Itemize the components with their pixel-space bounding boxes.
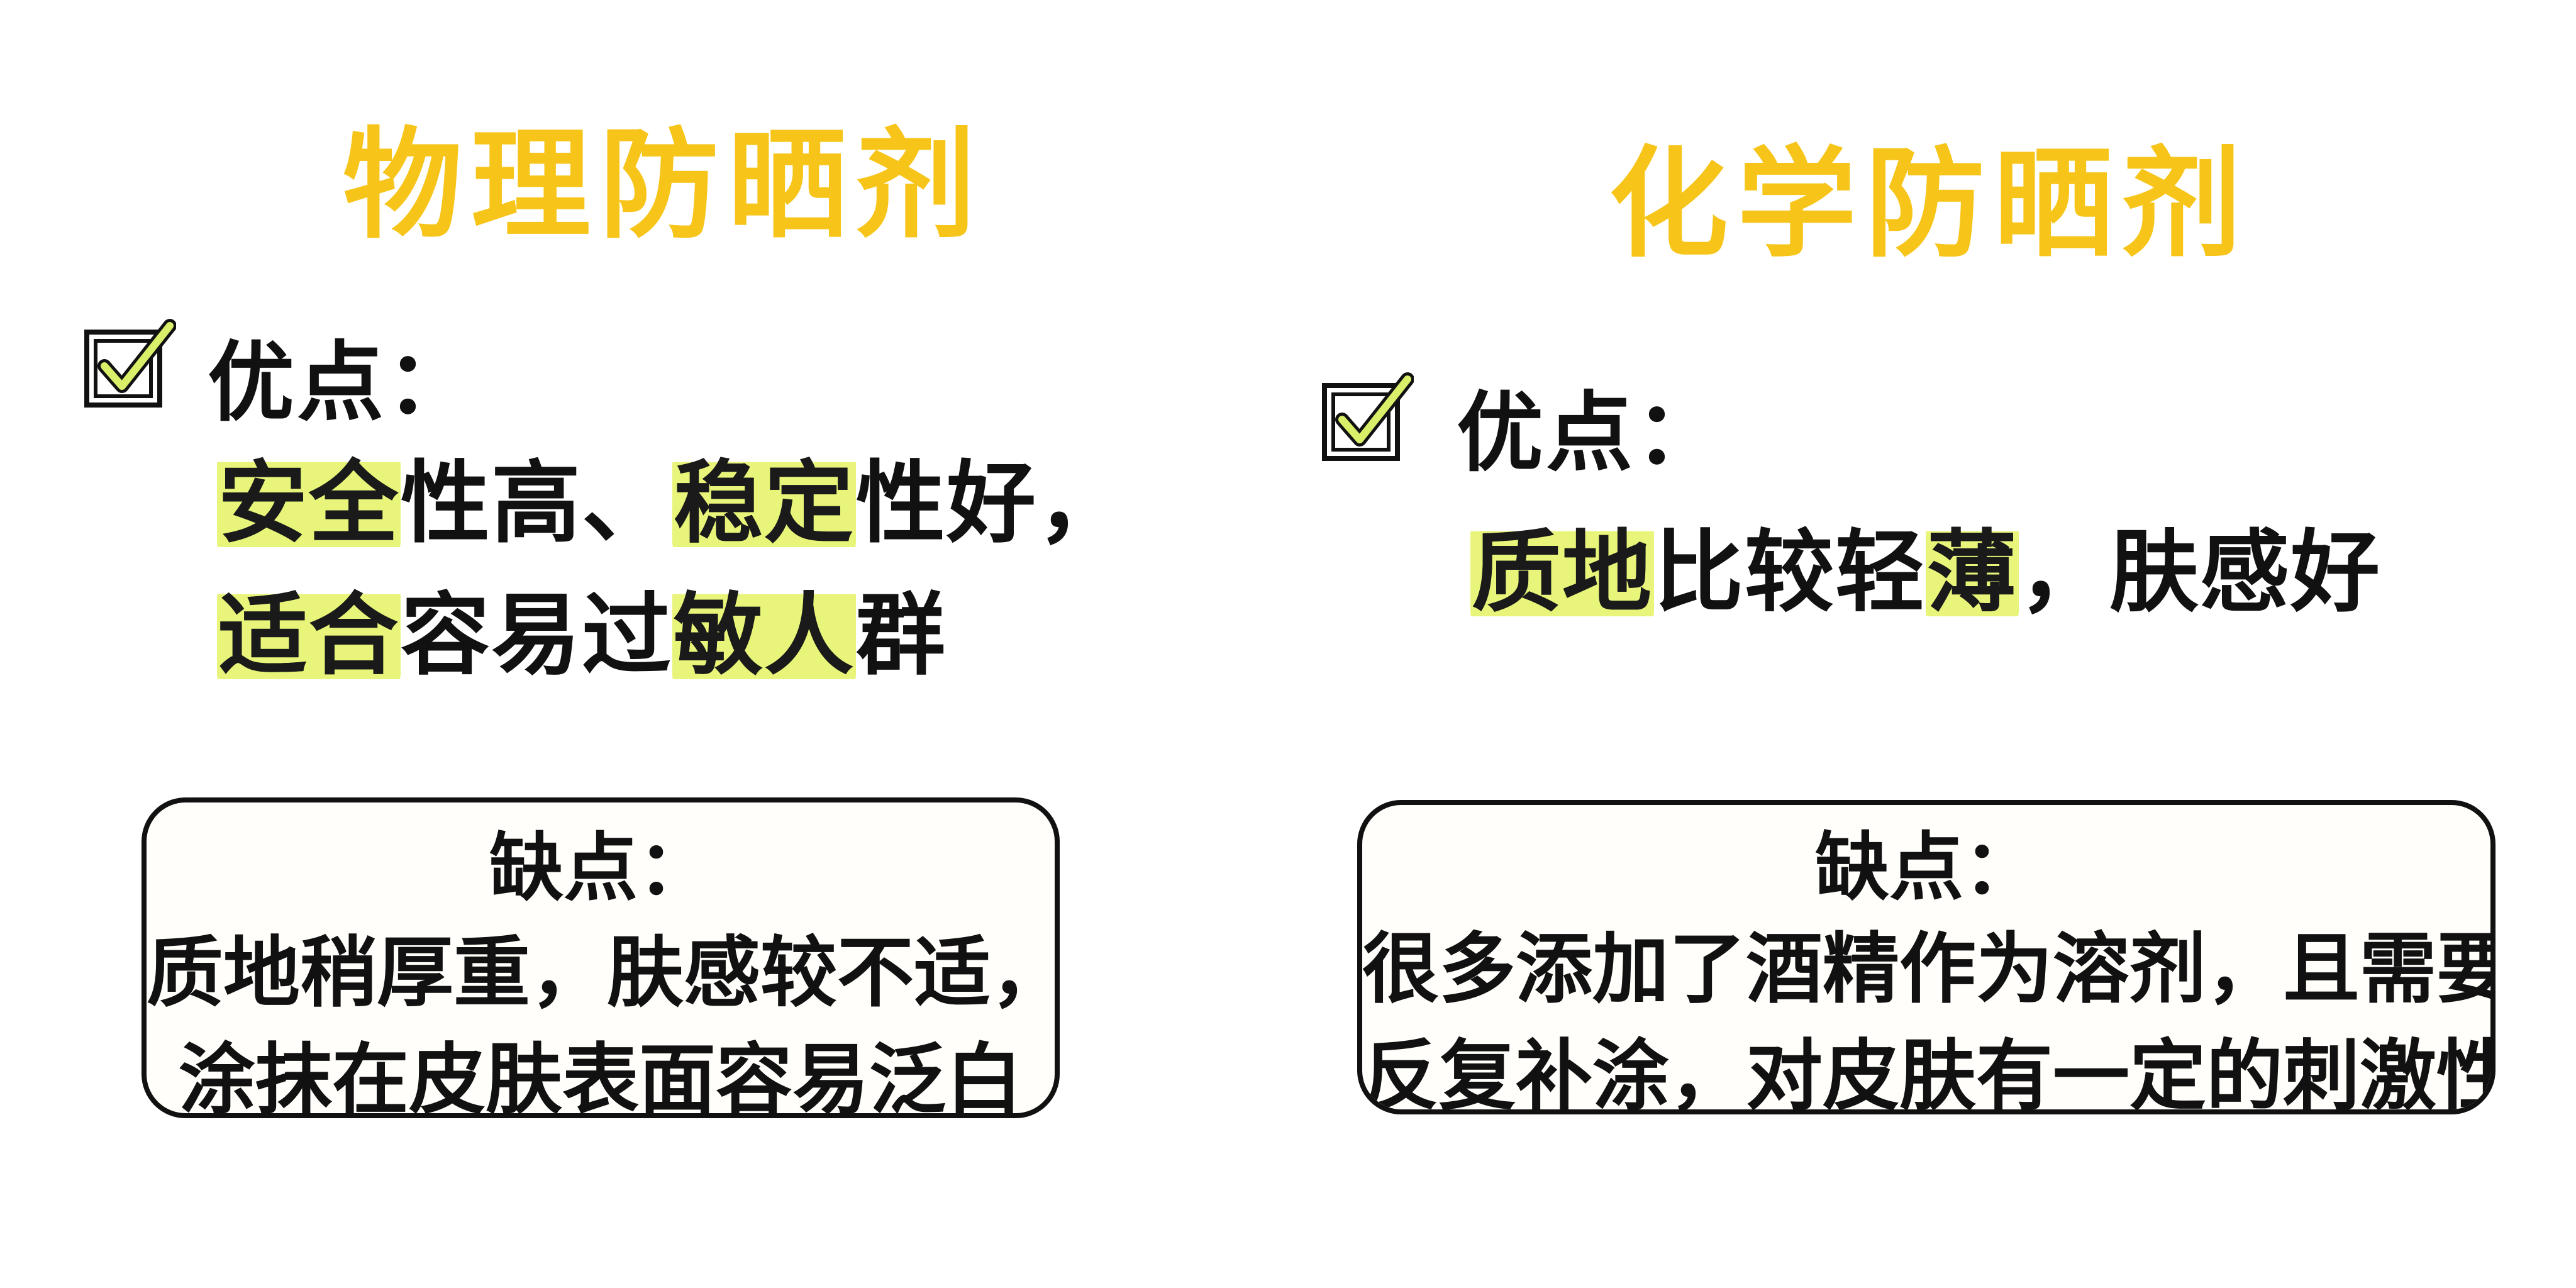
- panel-title: 化学防晒剂: [1609, 135, 2251, 274]
- plain-text: ，肤感好: [2019, 521, 2381, 625]
- highlighted-text: 质地: [1470, 521, 1654, 625]
- panel-title: 物理防晒剂: [343, 116, 985, 255]
- highlighted-text: 敏人: [672, 584, 856, 687]
- cons-line-2: 反复补涂，对皮肤有一定的刺激性: [1362, 1031, 2496, 1114]
- pros-label: 优点：: [1457, 382, 1725, 484]
- cons-line-1: 质地稍厚重，肤感较不适，: [147, 928, 1060, 1018]
- plain-text: 比较轻: [1654, 521, 1926, 625]
- cons-box: 缺点： 质地稍厚重，肤感较不适， 涂抹在皮肤表面容易泛白: [142, 797, 1060, 1118]
- cons-box: 缺点： 很多添加了酒精作为溶剂，且需要 反复补涂，对皮肤有一定的刺激性: [1357, 800, 2496, 1114]
- checked-checkbox-icon: [84, 319, 176, 408]
- highlighted-text: 稳定: [672, 452, 856, 555]
- pros-line-2: 适合容易过敏人群: [217, 584, 947, 687]
- cons-label: 缺点：: [1814, 824, 2038, 911]
- cons-line-1: 很多添加了酒精作为溶剂，且需要: [1362, 924, 2496, 1014]
- plain-text: 性高、: [401, 452, 672, 555]
- highlighted-text: 安全: [217, 452, 401, 555]
- highlighted-text: 薄: [1926, 521, 2019, 625]
- checked-checkbox-icon: [1322, 372, 1414, 461]
- cons-line-2: 涂抹在皮肤表面容易泛白: [179, 1035, 1023, 1118]
- pros-label: 优点：: [208, 332, 476, 433]
- highlighted-text: 适合: [217, 584, 401, 687]
- plain-text: 容易过: [401, 584, 672, 687]
- plain-text: 性好，: [856, 452, 1128, 555]
- chemical-sunscreen-panel: 化学防晒剂 优点： 质地比较轻薄，肤感好 缺点： 很多添加了酒精作为溶剂，且需要…: [1288, 0, 2576, 1288]
- physical-sunscreen-panel: 物理防晒剂 优点： 安全性高、稳定性好， 适合容易过敏人群 缺点： 质地稍厚重，…: [84, 116, 1128, 1118]
- pros-line-1: 质地比较轻薄，肤感好: [1470, 521, 2381, 625]
- cons-label: 缺点：: [489, 824, 712, 911]
- plain-text: 群: [856, 584, 947, 687]
- pros-line-1: 安全性高、稳定性好，: [217, 452, 1128, 555]
